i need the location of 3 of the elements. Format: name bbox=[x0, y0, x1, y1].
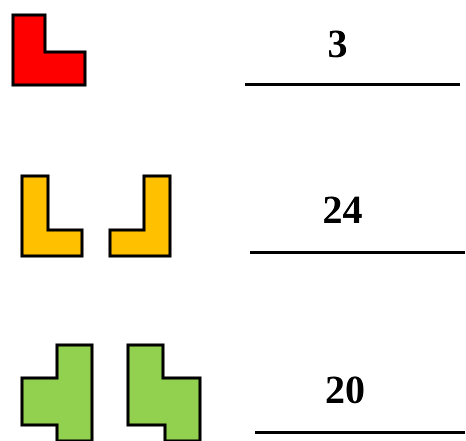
answer-number: 24 bbox=[322, 188, 364, 232]
answer-number: 20 bbox=[324, 368, 366, 412]
answer-number: 3 bbox=[326, 22, 348, 66]
